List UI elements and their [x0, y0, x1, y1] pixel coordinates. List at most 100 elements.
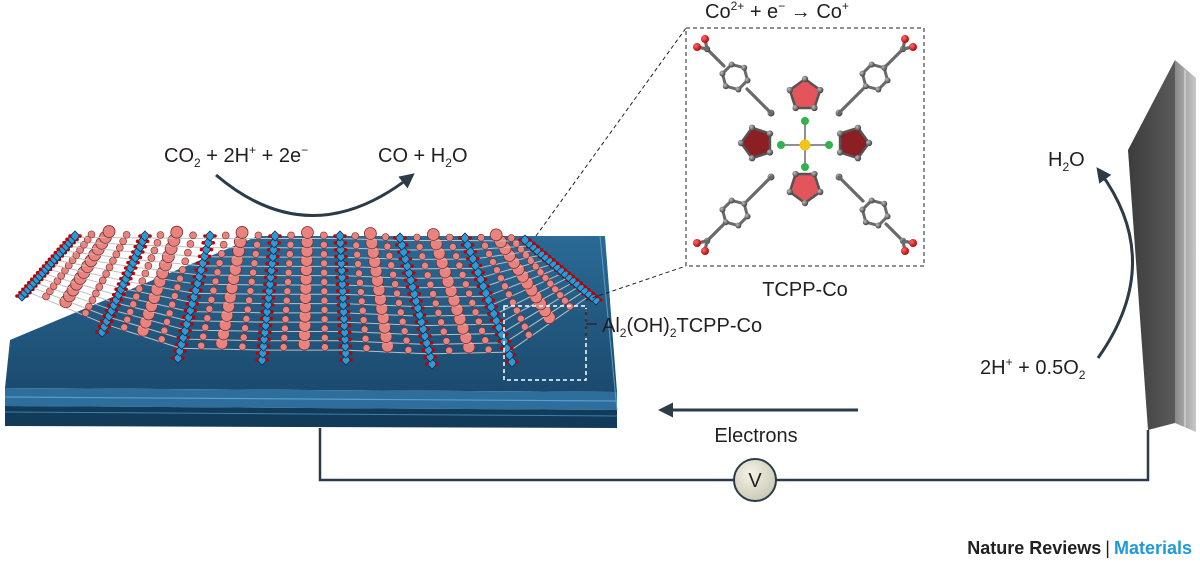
mof-oxygen	[273, 275, 278, 280]
co2-reduction-products: CO + H2O	[378, 145, 468, 170]
mof-octahedron	[69, 230, 81, 242]
mof-oxygen	[197, 254, 202, 259]
molecule-atom	[719, 206, 726, 213]
mof-octahedron	[340, 354, 352, 366]
mof-oxygen	[344, 261, 349, 266]
mof-oxygen	[333, 234, 337, 238]
mof-oxygen	[68, 234, 72, 238]
molecule-atom	[792, 170, 799, 178]
mof-oxygen	[407, 292, 412, 296]
mof-oxygen	[404, 243, 409, 247]
mof-oxygen	[203, 234, 207, 238]
mof-oxygen	[346, 309, 351, 314]
mof-oxygen	[478, 263, 483, 268]
mof-porphyrin	[301, 226, 314, 239]
mof-oxygen	[121, 271, 126, 276]
mof-porphyrin	[489, 228, 503, 242]
mof-oxygen	[489, 318, 494, 323]
mof-oxygen	[129, 276, 133, 281]
mof-oxygen	[263, 275, 268, 280]
mof-octahedron	[337, 292, 349, 304]
molecule-atom	[901, 247, 909, 255]
mof-oxygen	[192, 274, 197, 279]
mof-oxygen	[269, 316, 274, 321]
mof-oxygen	[348, 351, 353, 355]
molecule-bond	[884, 222, 905, 243]
molecule-atom	[737, 139, 745, 147]
mof-oxygen	[143, 244, 148, 249]
mof-porphyrin	[87, 230, 96, 239]
mof-octahedron	[199, 250, 211, 262]
molecule-atom	[693, 43, 701, 51]
mof-oxygen	[337, 330, 342, 335]
mof-porphyrin	[517, 314, 525, 323]
mof-oxygen	[95, 330, 99, 334]
mof-porphyrin	[112, 250, 121, 259]
mof-porphyrin	[462, 280, 470, 288]
mof-oxygen	[59, 244, 63, 248]
mof-porphyrin	[404, 346, 413, 354]
mof-oxygen	[423, 355, 428, 359]
mof-octahedron	[264, 278, 276, 290]
mof-oxygen	[62, 240, 66, 245]
mof-oxygen	[171, 356, 175, 360]
mof-octahedron	[260, 313, 272, 325]
mof-oxygen	[265, 351, 270, 355]
molecule-atom	[748, 124, 756, 131]
mof-oxygen	[202, 274, 207, 279]
mof-porphyrin	[285, 259, 294, 268]
mof-oxygen	[345, 282, 350, 287]
mof-oxygen	[346, 303, 351, 307]
mof-porphyrin	[102, 225, 116, 238]
mof-oxygen	[176, 335, 181, 340]
mof-oxygen	[406, 250, 411, 254]
mof-oxygen	[183, 308, 188, 313]
mof-porphyrin	[153, 238, 162, 247]
mof-oxygen	[196, 261, 200, 265]
mof-oxygen	[335, 282, 340, 287]
mof-oxygen	[470, 243, 475, 247]
mof-octahedron	[267, 244, 280, 256]
mof-oxygen	[109, 319, 114, 324]
mof-oxygen	[344, 268, 349, 273]
mof-oxygen	[349, 358, 353, 362]
mof-oxygen	[273, 282, 277, 287]
molecule-atom	[862, 83, 869, 90]
mof-porphyrin	[320, 250, 328, 258]
mof-porphyrin	[156, 231, 165, 239]
mof-porphyrin	[217, 250, 226, 258]
mof-oxygen	[528, 238, 532, 242]
mof-porphyrin	[281, 315, 290, 323]
mof-octahedron	[257, 347, 269, 359]
mof-porphyrin	[385, 252, 394, 260]
mof-porphyrin	[546, 279, 555, 288]
mof-porphyrin	[551, 285, 559, 294]
mof-oxygen	[116, 282, 121, 286]
mof-oxygen	[409, 299, 413, 303]
molecule-atom	[859, 206, 866, 213]
mof-porphyrin	[524, 331, 533, 339]
mof-oxygen	[213, 234, 217, 238]
mof-oxygen	[138, 255, 143, 260]
mof-oxygen	[420, 306, 425, 310]
mof-oxygen	[481, 298, 486, 302]
mof-octahedron	[265, 264, 277, 277]
mof-porphyrin	[429, 290, 437, 298]
mof-porphyrin	[197, 341, 205, 350]
mof-porphyrin	[395, 299, 403, 307]
mof-porphyrin	[211, 277, 220, 286]
anode-electrode	[1128, 60, 1196, 432]
mof-oxygen	[347, 330, 352, 335]
mof-oxygen	[193, 308, 198, 313]
mof-octahedron	[337, 299, 349, 311]
mof-oxygen	[270, 309, 274, 314]
mof-oxygen	[471, 270, 475, 275]
mof-oxygen	[29, 277, 34, 282]
mof-oxygen	[255, 351, 260, 355]
molecule-atom	[786, 188, 793, 196]
mof-porphyrin	[126, 308, 135, 316]
mof-porphyrin	[493, 266, 501, 274]
mof-porphyrin	[415, 243, 424, 251]
mof-porphyrin	[279, 343, 288, 351]
